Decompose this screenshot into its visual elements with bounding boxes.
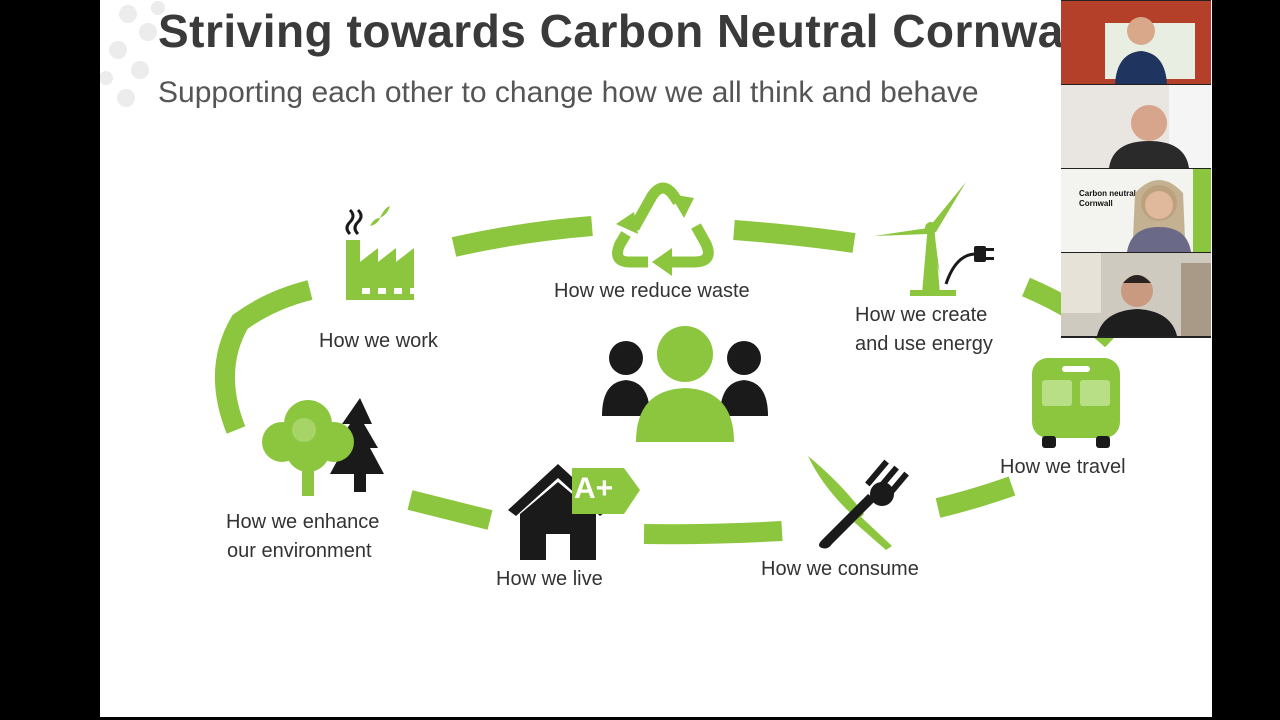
node-label-work: How we work	[319, 330, 438, 352]
connector-consume-live	[643, 521, 783, 545]
participant-video-tile[interactable]	[1061, 253, 1211, 336]
connector-live-environment	[407, 490, 493, 530]
energy-rating-badge: A+	[574, 472, 614, 505]
node-label-consume: How we consume	[761, 558, 919, 580]
participant-silhouette	[1109, 85, 1211, 168]
participant-video-tile[interactable]	[1061, 1, 1211, 84]
participant-silhouette	[1127, 169, 1211, 252]
wind-turbine-plug-icon	[874, 182, 994, 296]
connector-work-waste	[451, 216, 593, 257]
bus-icon	[1032, 358, 1120, 448]
participant-video-tile[interactable]	[1061, 85, 1211, 168]
slide-subtitle: Supporting each other to change how we a…	[158, 76, 979, 109]
node-label-waste: How we reduce waste	[554, 280, 750, 302]
decorative-dot-pattern	[100, 1, 165, 107]
node-label-environment-line2: our environment	[227, 540, 372, 562]
connector-waste-energy	[733, 220, 856, 253]
house-energy-rating-icon	[508, 464, 640, 560]
factory-icon	[345, 206, 418, 300]
participant-background-banner: Carbon neutral Cornwall	[1079, 189, 1136, 208]
recycle-icon	[612, 182, 714, 276]
participant-silhouette	[1105, 17, 1195, 84]
node-label-environment-line1: How we enhance	[226, 511, 380, 533]
connector-travel-consume	[935, 476, 1016, 518]
trees-icon	[262, 398, 384, 496]
connector-environment-work	[214, 280, 313, 434]
node-label-energy-line2: and use energy	[855, 333, 993, 355]
presentation-slide: Striving towards Carbon Neutral Cornwa S…	[100, 0, 1212, 717]
participant-video-tile[interactable]: Carbon neutral Cornwall	[1061, 169, 1211, 252]
slide-title: Striving towards Carbon Neutral Cornwa	[158, 5, 1064, 57]
participant-silhouette	[1061, 253, 1211, 336]
node-label-live: How we live	[496, 568, 603, 590]
video-participant-strip: Carbon neutral Cornwall	[1061, 0, 1211, 338]
people-group-icon	[602, 326, 768, 442]
knife-fork-icon	[808, 456, 909, 550]
node-label-travel: How we travel	[1000, 456, 1126, 478]
node-label-energy-line1: How we create	[855, 304, 988, 326]
